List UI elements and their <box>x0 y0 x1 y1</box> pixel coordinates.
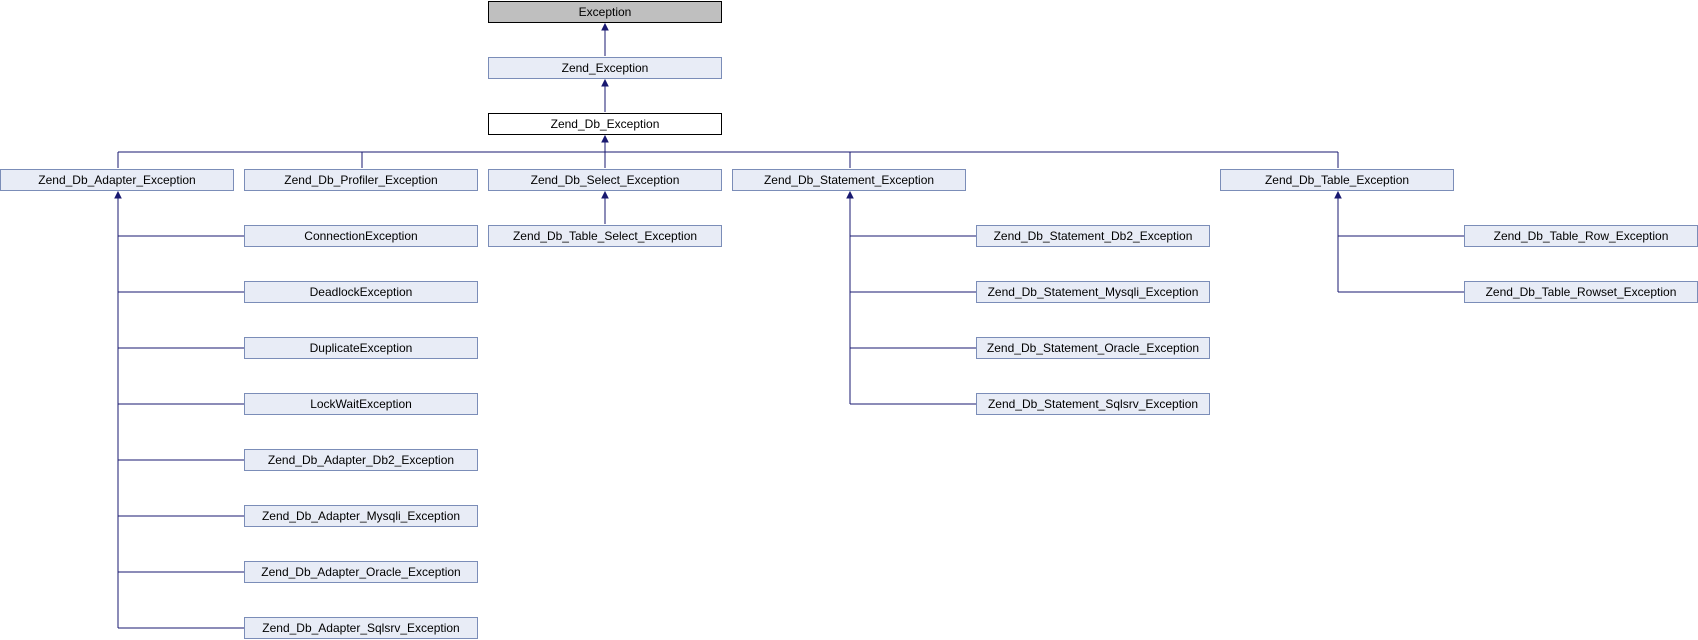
arrowhead <box>1334 190 1342 199</box>
node-adapter-db2-exception[interactable]: Zend_Db_Adapter_Db2_Exception <box>244 449 478 471</box>
node-table-rowset-exception[interactable]: Zend_Db_Table_Rowset_Exception <box>1464 281 1698 303</box>
node-deadlock-exception[interactable]: DeadlockException <box>244 281 478 303</box>
arrowhead <box>601 78 609 87</box>
node-statement-oracle-exception[interactable]: Zend_Db_Statement_Oracle_Exception <box>976 337 1210 359</box>
node-adapter-mysqli-exception[interactable]: Zend_Db_Adapter_Mysqli_Exception <box>244 505 478 527</box>
node-statement-exception[interactable]: Zend_Db_Statement_Exception <box>732 169 966 191</box>
node-select-exception[interactable]: Zend_Db_Select_Exception <box>488 169 722 191</box>
arrowhead <box>846 190 854 199</box>
node-statement-sqlsrv-exception[interactable]: Zend_Db_Statement_Sqlsrv_Exception <box>976 393 1210 415</box>
node-adapter-exception[interactable]: Zend_Db_Adapter_Exception <box>0 169 234 191</box>
node-exception[interactable]: Exception <box>488 1 722 23</box>
arrowhead <box>601 190 609 199</box>
node-table-row-exception[interactable]: Zend_Db_Table_Row_Exception <box>1464 225 1698 247</box>
node-zend-exception[interactable]: Zend_Exception <box>488 57 722 79</box>
node-table-select-exception[interactable]: Zend_Db_Table_Select_Exception <box>488 225 722 247</box>
node-statement-mysqli-exception[interactable]: Zend_Db_Statement_Mysqli_Exception <box>976 281 1210 303</box>
node-adapter-sqlsrv-exception[interactable]: Zend_Db_Adapter_Sqlsrv_Exception <box>244 617 478 639</box>
node-profiler-exception[interactable]: Zend_Db_Profiler_Exception <box>244 169 478 191</box>
node-zend-db-exception[interactable]: Zend_Db_Exception <box>488 113 722 135</box>
arrowhead <box>114 190 122 199</box>
arrowhead <box>601 134 609 143</box>
node-lockwait-exception[interactable]: LockWaitException <box>244 393 478 415</box>
node-statement-db2-exception[interactable]: Zend_Db_Statement_Db2_Exception <box>976 225 1210 247</box>
node-duplicate-exception[interactable]: DuplicateException <box>244 337 478 359</box>
node-adapter-oracle-exception[interactable]: Zend_Db_Adapter_Oracle_Exception <box>244 561 478 583</box>
node-connection-exception[interactable]: ConnectionException <box>244 225 478 247</box>
arrowhead <box>601 22 609 31</box>
node-table-exception[interactable]: Zend_Db_Table_Exception <box>1220 169 1454 191</box>
